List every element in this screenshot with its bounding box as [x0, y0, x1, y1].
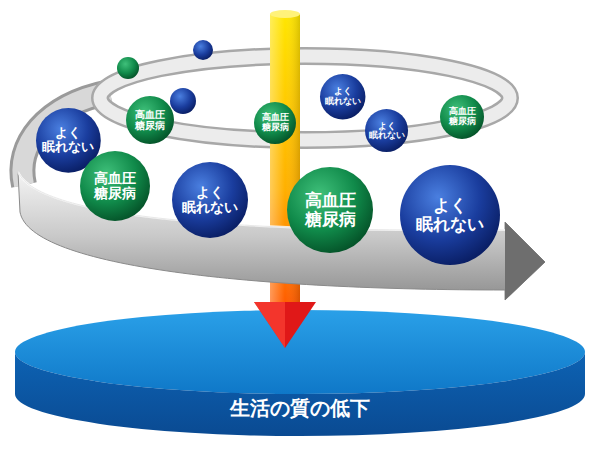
ball-label: 高血圧 糖尿病	[302, 191, 358, 228]
ball-label: よく 眠れない	[180, 185, 240, 216]
problem-ball: 高血圧 糖尿病	[254, 102, 296, 144]
ball-label: 高血圧 糖尿病	[134, 109, 167, 131]
ball-label: よく 眠れない	[324, 87, 363, 107]
disk-side	[15, 300, 585, 440]
ball-label: 高血圧 糖尿病	[447, 107, 477, 127]
result-label: 生活の質の低下	[15, 397, 585, 419]
problem-ball: 高血圧 糖尿病	[126, 96, 174, 144]
ball-label: よく 眠れない	[369, 122, 406, 141]
problem-ball: 高血圧 糖尿病	[80, 151, 150, 221]
problem-ball: よく 眠れない	[400, 165, 500, 265]
ball-label: 高血圧 糖尿病	[92, 171, 138, 202]
problem-ball: よく 眠れない	[365, 109, 408, 152]
ball-label: 高血圧 糖尿病	[260, 113, 290, 133]
problem-ball: よく 眠れない	[172, 162, 248, 238]
problem-ball: 高血圧 糖尿病	[287, 167, 373, 253]
ball-label: よく 眠れない	[413, 196, 486, 233]
problem-ball: よく 眠れない	[320, 74, 365, 119]
problem-ball: 高血圧 糖尿病	[440, 95, 484, 139]
base-disk: 生活の質の低下	[15, 300, 585, 440]
ball-label: よく 眠れない	[40, 126, 96, 155]
